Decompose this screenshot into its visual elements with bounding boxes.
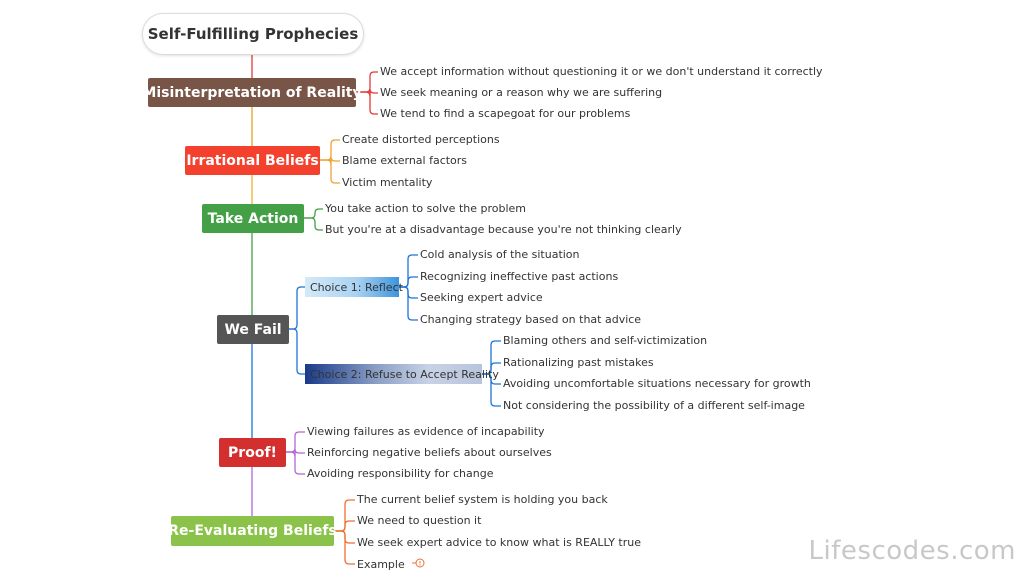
leaf-connector (482, 373, 501, 407)
leaf-item: The current belief system is holding you… (357, 493, 608, 506)
leaf-connector (399, 286, 418, 321)
link-icon[interactable] (412, 557, 426, 573)
leaf-item: Blame external factors (342, 154, 468, 167)
leaf-connector (289, 328, 305, 375)
leaf-item: We seek meaning or a reason why we are s… (380, 86, 663, 99)
leaf-item: We tend to find a scapegoat for our prob… (380, 107, 631, 120)
branch-misinterpretation[interactable]: Misinterpretation of Reality (142, 78, 362, 107)
branch-take-action[interactable]: Take Action (202, 204, 304, 233)
branch-proof[interactable]: Proof! (219, 438, 286, 467)
leaf-item: Avoiding uncomfortable situations necess… (503, 377, 811, 390)
leaf-item: Seeking expert advice (420, 291, 543, 304)
leaf-connector (304, 208, 323, 219)
leaf-item: We need to question it (357, 514, 482, 527)
leaf-item-example[interactable]: Example (357, 557, 426, 573)
leaf-connector (304, 217, 323, 231)
leaf-item: Reinforcing negative beliefs about ourse… (307, 446, 552, 459)
branch-re-evaluating-beliefs[interactable]: Re-Evaluating Beliefs (168, 516, 337, 546)
leaf-connector (334, 530, 355, 565)
root-topic[interactable]: Self-Fulfilling Prophecies (142, 13, 364, 55)
leaf-item: Victim mentality (342, 176, 433, 189)
leaf-item: Recognizing ineffective past actions (420, 270, 619, 283)
leaf-item: Blaming others and self-victimization (503, 334, 708, 347)
leaf-item: Not considering the possibility of a dif… (503, 399, 805, 412)
leaf-item: Viewing failures as evidence of incapabi… (307, 425, 545, 438)
example-label: Example (357, 558, 405, 571)
leaf-item: We accept information without questionin… (380, 65, 823, 78)
branch-irrational-beliefs[interactable]: Irrational Beliefs (185, 146, 320, 175)
leaf-item: Create distorted perceptions (342, 133, 500, 146)
watermark: Lifescodes.com (808, 536, 1016, 566)
leaf-connector (320, 139, 340, 161)
choice-reflect[interactable]: Choice 1: Reflect (305, 277, 403, 297)
leaf-connector (356, 91, 378, 115)
leaf-item: Avoiding responsibility for change (307, 467, 494, 480)
leaf-connector (320, 159, 340, 184)
choice-refuse-reality[interactable]: Choice 2: Refuse to Accept Reality (305, 364, 499, 384)
leaf-item: Changing strategy based on that advice (420, 313, 642, 326)
leaf-item: But you're at a disadvantage because you… (325, 223, 682, 236)
leaf-connector (289, 286, 305, 330)
leaf-item: Rationalizing past mistakes (503, 356, 654, 369)
branch-we-fail[interactable]: We Fail (217, 315, 289, 344)
leaf-item: We seek expert advice to know what is RE… (357, 536, 642, 549)
leaf-connector (286, 451, 305, 475)
leaf-item: Cold analysis of the situation (420, 248, 580, 261)
leaf-item: You take action to solve the problem (325, 202, 527, 215)
